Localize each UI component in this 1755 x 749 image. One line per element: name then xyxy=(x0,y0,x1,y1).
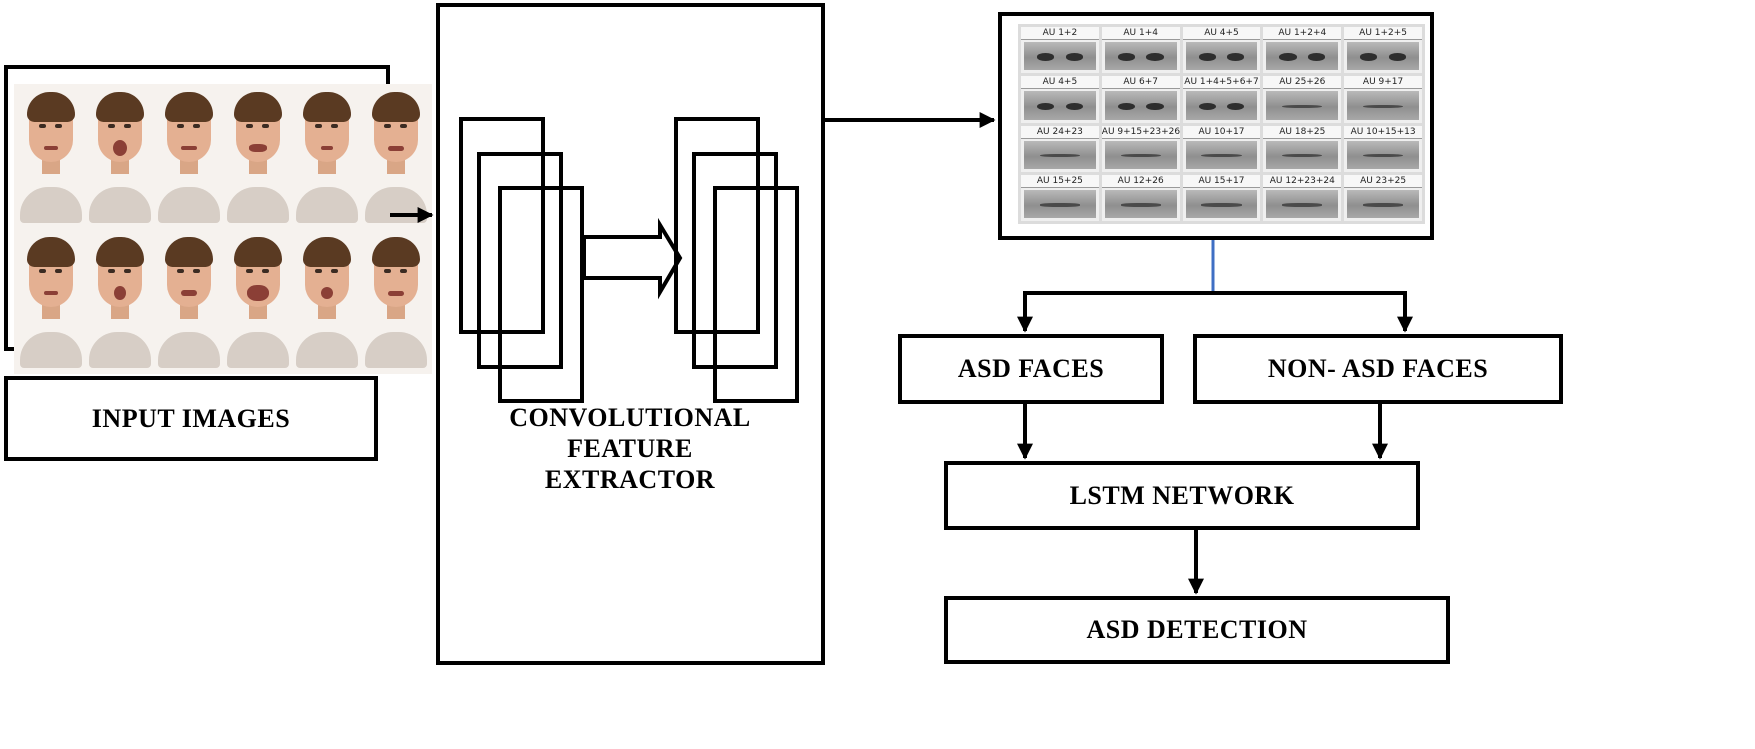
action-unit-caption: AU 4+5 xyxy=(1182,27,1261,40)
mouth-region-image xyxy=(1266,91,1339,120)
eye-region-image xyxy=(1347,42,1419,71)
feature-map-right-3 xyxy=(713,186,799,403)
action-unit-cell: AU 15+25 xyxy=(1021,174,1099,221)
mouth-region-image xyxy=(1104,140,1177,169)
hollow-arrow-between-maps xyxy=(582,217,683,300)
mouth-region-image xyxy=(1266,189,1339,218)
mouth-region-image xyxy=(1024,189,1096,218)
action-unit-caption: AU 10+15+13 xyxy=(1344,125,1422,139)
action-unit-caption: AU 25+26 xyxy=(1263,76,1342,90)
action-unit-cell: AU 12+23+24 xyxy=(1263,174,1342,221)
action-unit-cell: AU 1+4+5+6+7 xyxy=(1182,76,1261,123)
feature-map-right-2 xyxy=(692,152,778,369)
feature-map-left-2 xyxy=(477,152,563,369)
face-photo-grid xyxy=(14,84,432,374)
eye-region-image xyxy=(1104,42,1177,71)
face-photo xyxy=(18,233,83,370)
action-unit-caption: AU 9+17 xyxy=(1344,76,1422,90)
mouth-region-image xyxy=(1347,189,1419,218)
action-unit-caption: AU 12+26 xyxy=(1101,174,1180,188)
action-unit-caption: AU 24+23 xyxy=(1021,125,1099,139)
face-photo xyxy=(87,88,152,225)
action-unit-caption: AU 15+25 xyxy=(1021,174,1099,188)
face-photo xyxy=(156,88,221,225)
face-photo xyxy=(225,233,290,370)
lstm-network-label: LSTM NETWORK xyxy=(1069,480,1295,510)
action-unit-cell: AU 1+4 xyxy=(1101,27,1180,74)
asd-detection-box: ASD DETECTION xyxy=(944,596,1450,664)
action-unit-cell: AU 1+2 xyxy=(1021,27,1099,74)
face-photo xyxy=(294,88,359,225)
action-unit-cell: AU 4+5 xyxy=(1182,27,1261,74)
action-unit-caption: AU 1+4+5+6+7 xyxy=(1182,76,1261,90)
extractor-line-1: CONVOLUTIONAL xyxy=(509,402,751,432)
action-unit-cell: AU 23+25 xyxy=(1344,174,1422,221)
asd-faces-box: ASD FACES xyxy=(898,334,1164,404)
action-unit-caption: AU 4+5 xyxy=(1021,76,1099,90)
action-unit-caption: AU 12+23+24 xyxy=(1263,174,1342,188)
face-photo xyxy=(363,233,428,370)
feature-maps-left xyxy=(459,117,584,403)
extractor-line-3: EXTRACTOR xyxy=(544,464,716,494)
mouth-region-image xyxy=(1185,140,1258,169)
action-unit-cell: AU 1+2+5 xyxy=(1344,27,1422,74)
action-unit-caption: AU 1+2+4 xyxy=(1263,27,1342,40)
input-images-label: INPUT IMAGES xyxy=(91,403,291,433)
feature-map-left-3 xyxy=(498,186,584,403)
action-unit-cell: AU 12+26 xyxy=(1101,174,1180,221)
action-unit-cell: AU 25+26 xyxy=(1263,76,1342,123)
action-unit-cell: AU 9+15+23+26 xyxy=(1101,125,1180,172)
action-unit-caption: AU 1+2 xyxy=(1021,27,1099,40)
asd-detection-label: ASD DETECTION xyxy=(1086,615,1308,644)
eye-region-image xyxy=(1104,91,1177,120)
extractor-line-2: FEATURE xyxy=(567,433,693,463)
face-photo xyxy=(294,233,359,370)
action-unit-cell: AU 10+17 xyxy=(1182,125,1261,172)
action-unit-cell: AU 24+23 xyxy=(1021,125,1099,172)
non-asd-faces-label: NON- ASD FACES xyxy=(1267,354,1489,383)
action-unit-cell: AU 1+2+4 xyxy=(1263,27,1342,74)
action-unit-cell: AU 6+7 xyxy=(1101,76,1180,123)
non-asd-faces-box: NON- ASD FACES xyxy=(1193,334,1563,404)
mouth-region-image xyxy=(1104,189,1177,218)
action-unit-caption: AU 15+17 xyxy=(1182,174,1261,188)
mouth-region-image xyxy=(1266,140,1339,169)
feature-extractor-label: CONVOLUTIONAL FEATURE EXTRACTOR xyxy=(460,398,800,498)
asd-faces-label: ASD FACES xyxy=(957,354,1105,383)
face-photo xyxy=(225,88,290,225)
mouth-region-image xyxy=(1347,140,1419,169)
face-photo xyxy=(18,88,83,225)
action-unit-caption: AU 9+15+23+26 xyxy=(1101,125,1180,139)
lstm-network-box: LSTM NETWORK xyxy=(944,461,1420,530)
action-unit-caption: AU 10+17 xyxy=(1182,125,1261,139)
action-unit-caption: AU 1+2+5 xyxy=(1344,27,1422,40)
action-unit-caption: AU 6+7 xyxy=(1101,76,1180,90)
action-unit-caption: AU 1+4 xyxy=(1101,27,1180,40)
action-unit-cell: AU 4+5 xyxy=(1021,76,1099,123)
input-images-box: INPUT IMAGES xyxy=(4,376,378,461)
mouth-region-image xyxy=(1185,189,1258,218)
face-photo xyxy=(87,233,152,370)
action-unit-caption: AU 23+25 xyxy=(1344,174,1422,188)
eye-region-image xyxy=(1266,42,1339,71)
mouth-region-image xyxy=(1347,91,1419,120)
action-unit-cell: AU 10+15+13 xyxy=(1344,125,1422,172)
face-photo xyxy=(363,88,428,225)
action-unit-cell: AU 15+17 xyxy=(1182,174,1261,221)
mouth-region-image xyxy=(1024,140,1096,169)
face-photo xyxy=(156,233,221,370)
eye-region-image xyxy=(1024,91,1096,120)
action-unit-cell: AU 9+17 xyxy=(1344,76,1422,123)
action-unit-cell: AU 18+25 xyxy=(1263,125,1342,172)
eye-region-image xyxy=(1185,42,1258,71)
action-unit-caption: AU 18+25 xyxy=(1263,125,1342,139)
eye-region-image xyxy=(1185,91,1258,120)
eye-region-image xyxy=(1024,42,1096,71)
feature-maps-right xyxy=(674,117,799,403)
